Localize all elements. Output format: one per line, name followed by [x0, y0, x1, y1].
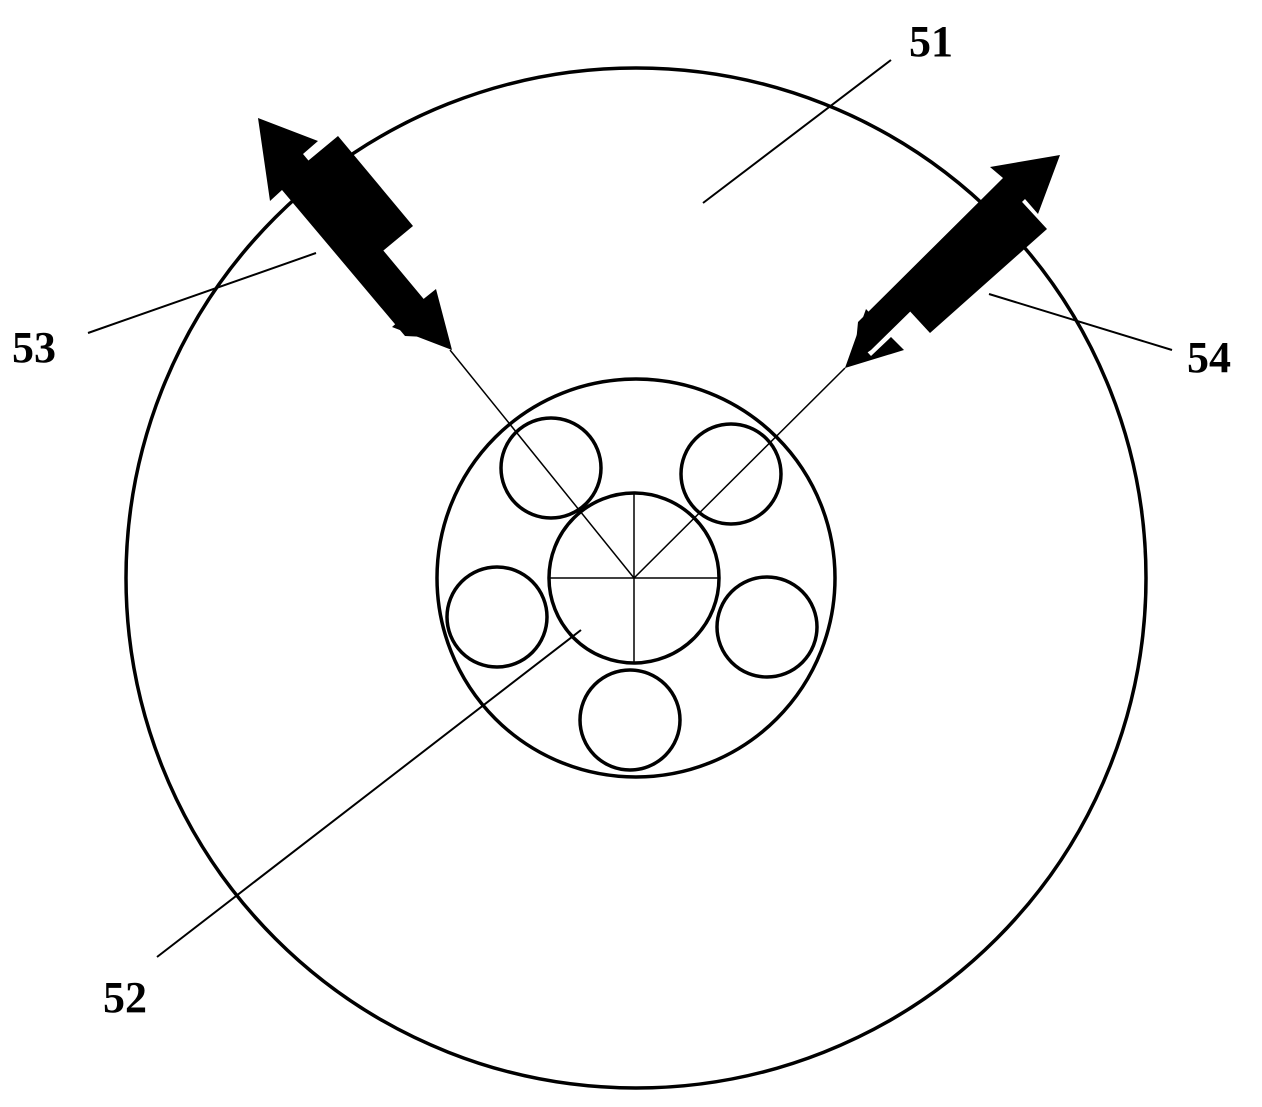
leader-line-52	[156, 629, 582, 958]
label-52: 52	[103, 973, 147, 1022]
satellite-circle-top-right	[679, 422, 783, 526]
label-51: 51	[909, 17, 953, 66]
double-arrow-left-icon	[258, 118, 452, 350]
satellite-circle-bottom	[578, 668, 682, 772]
label-54: 54	[1187, 333, 1231, 382]
leader-line-53	[87, 252, 317, 334]
satellite-circle-right	[715, 575, 819, 679]
leader-line-54	[988, 293, 1173, 351]
leader-line-51	[702, 59, 892, 204]
outer-disk	[124, 66, 1148, 1090]
satellite-circle-left	[445, 565, 549, 669]
satellite-circle-top-left	[499, 416, 603, 520]
beam-line-left	[449, 349, 635, 579]
label-53: 53	[12, 323, 56, 372]
inner-ring	[435, 377, 837, 779]
double-arrow-right-icon	[845, 155, 1060, 368]
beam-line-right	[633, 367, 846, 579]
